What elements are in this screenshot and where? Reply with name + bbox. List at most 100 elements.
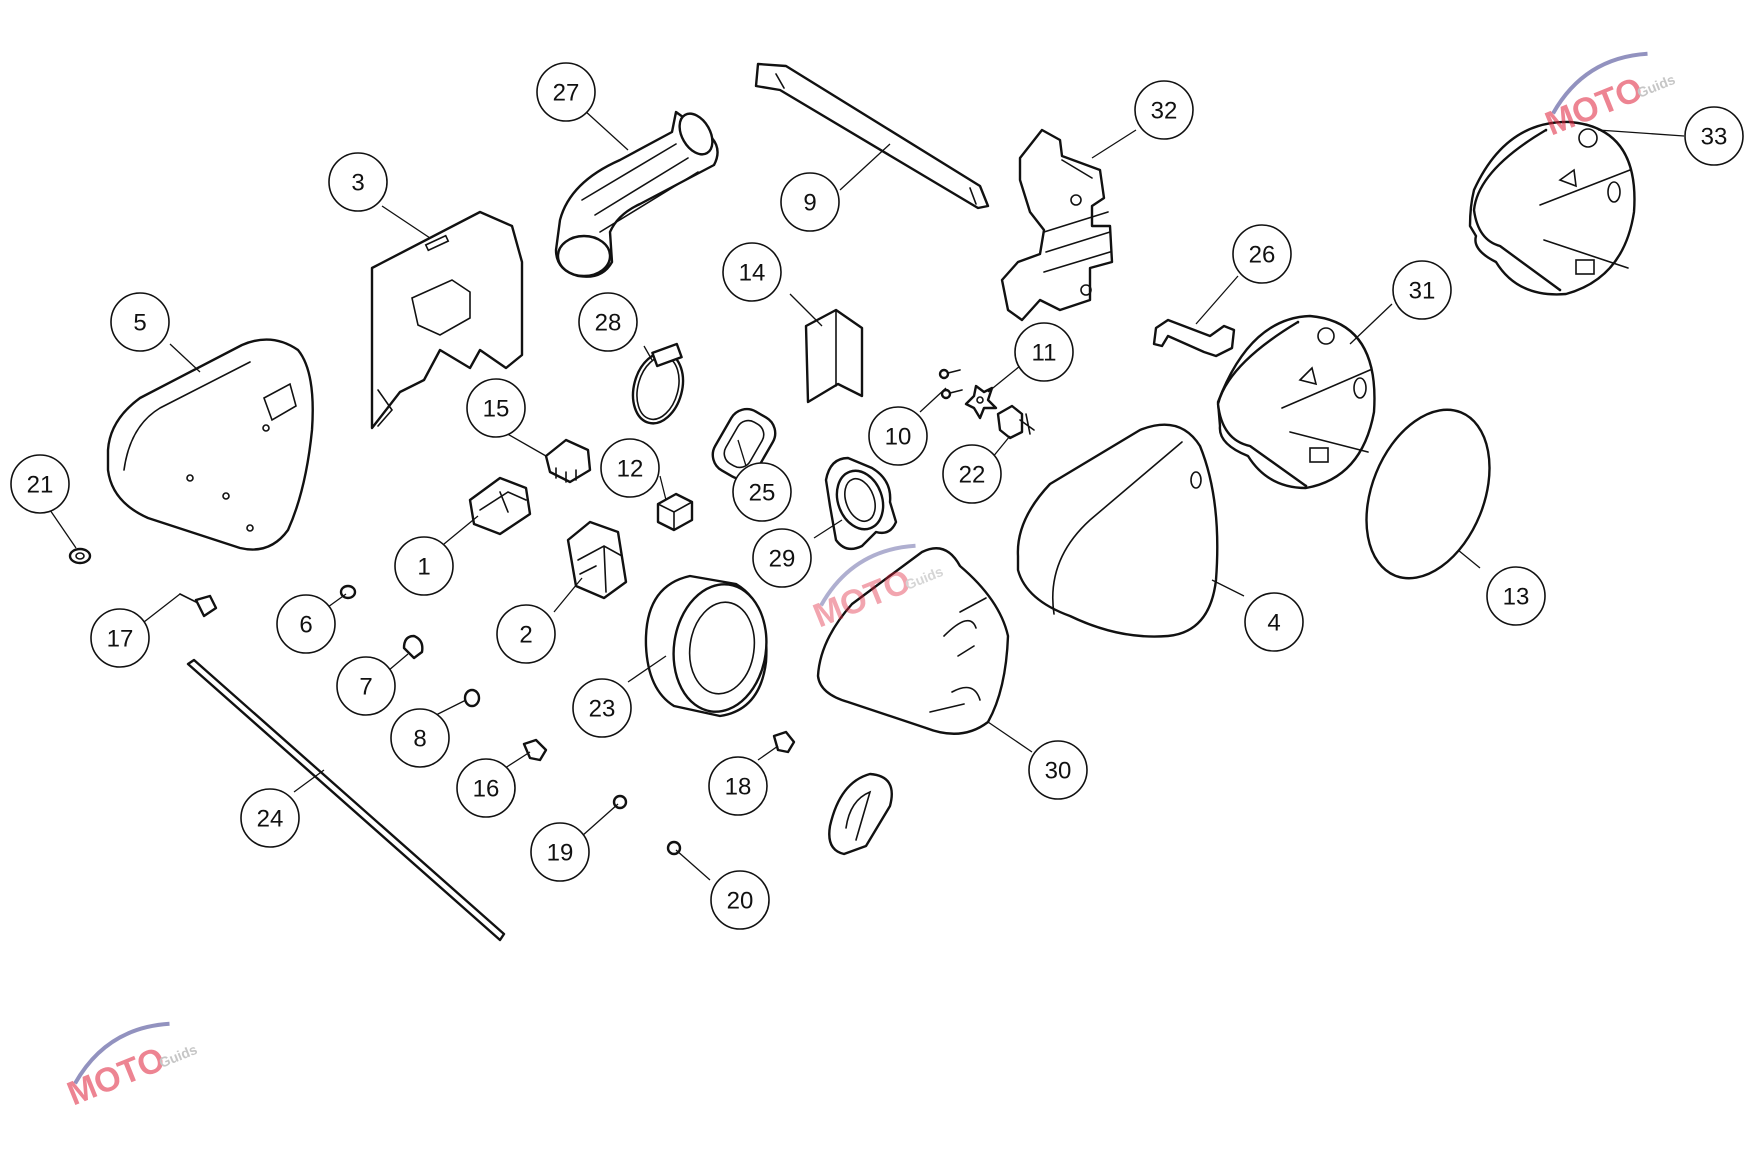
callout-label: 29	[769, 546, 796, 573]
callout-label: 13	[1503, 584, 1530, 611]
callout-1: 1	[394, 536, 454, 596]
callout-circle	[578, 292, 638, 352]
part-29-flange	[824, 456, 898, 551]
callout-label: 22	[959, 462, 986, 489]
part-21-washer	[68, 547, 92, 565]
part-15-connector	[544, 438, 592, 484]
watermark-brand: MOTO	[62, 1040, 170, 1113]
callout-label: 30	[1045, 758, 1072, 785]
callout-circle	[466, 378, 526, 438]
parts-layer	[68, 62, 1636, 942]
callout-circle	[710, 870, 770, 930]
part-10-screws	[938, 368, 963, 400]
watermark-sub: Guids	[1635, 71, 1678, 101]
callout-circle	[1392, 260, 1452, 320]
part-33-rear-housing	[1468, 120, 1636, 296]
part-2-relay	[566, 520, 628, 600]
callout-label: 15	[483, 396, 510, 423]
callout-label: 23	[589, 696, 616, 723]
part-5-left-cover	[106, 338, 314, 551]
callout-3: 3	[328, 152, 388, 212]
callout-circle	[390, 708, 450, 768]
callout-circle	[1014, 322, 1074, 382]
part-8-ring	[463, 688, 481, 708]
callout-label: 32	[1151, 98, 1178, 125]
callout-10: 10	[868, 406, 928, 466]
callout-circle	[336, 656, 396, 716]
callout-circle	[1486, 566, 1546, 626]
callout-circle	[110, 292, 170, 352]
callout-circle	[276, 594, 336, 654]
part-latch	[828, 772, 893, 856]
callout-28: 28	[578, 292, 638, 352]
callout-label: 28	[595, 310, 622, 337]
callout-label: 12	[617, 456, 644, 483]
callout-label: 6	[299, 612, 312, 639]
callout-circle	[240, 788, 300, 848]
callout-7: 7	[336, 656, 396, 716]
callout-label: 16	[473, 776, 500, 803]
watermark-sub: Guids	[157, 1041, 200, 1071]
part-25-gasket	[711, 407, 777, 481]
callout-circle	[496, 604, 556, 664]
part-32-mounting-bracket	[1000, 128, 1114, 322]
callout-30: 30	[1028, 740, 1088, 800]
callout-circle	[600, 438, 660, 498]
callout-circle	[1028, 740, 1088, 800]
callout-22: 22	[942, 444, 1002, 504]
callout-13: 13	[1486, 566, 1546, 626]
callout-circle	[536, 62, 596, 122]
callout-circle	[1232, 224, 1292, 284]
callout-label: 26	[1249, 242, 1276, 269]
part-22-valve	[996, 404, 1035, 440]
callout-17: 17	[90, 608, 150, 668]
callout-27: 27	[536, 62, 596, 122]
callout-circle	[328, 152, 388, 212]
callout-29: 29	[752, 528, 812, 588]
part-28-clamp	[631, 342, 685, 425]
part-31-housing	[1216, 314, 1376, 490]
part-17-bolt	[179, 593, 218, 618]
callout-25: 25	[732, 462, 792, 522]
part-11-washer	[964, 384, 998, 420]
callout-11: 11	[1014, 322, 1074, 382]
callout-label: 10	[885, 424, 912, 451]
callout-circle	[780, 172, 840, 232]
part-16-bolt	[522, 738, 548, 762]
part-14-folded-card	[804, 308, 864, 404]
callout-label: 17	[107, 626, 134, 653]
callout-circle	[708, 756, 768, 816]
callout-5: 5	[110, 292, 170, 352]
callout-label: 5	[133, 310, 146, 337]
part-7-clip	[402, 634, 424, 660]
callout-label: 27	[553, 80, 580, 107]
callout-label: 4	[1267, 610, 1280, 637]
part-12-block	[656, 492, 694, 532]
watermark-bottom-left: MOTO Guids	[62, 1021, 200, 1113]
callout-33: 33	[1684, 106, 1744, 166]
callout-circle	[1684, 106, 1744, 166]
callout-circle	[530, 822, 590, 882]
callout-23: 23	[572, 678, 632, 738]
callout-circle	[1134, 80, 1194, 140]
callout-label: 19	[547, 840, 574, 867]
callout-label: 21	[27, 472, 54, 499]
callout-circle	[1244, 592, 1304, 652]
part-1-switch	[468, 476, 532, 536]
callout-circle	[394, 536, 454, 596]
callout-20: 20	[710, 870, 770, 930]
part-24-rod	[186, 658, 506, 942]
callout-9: 9	[780, 172, 840, 232]
callout-15: 15	[466, 378, 526, 438]
callout-19: 19	[530, 822, 590, 882]
callout-label: 31	[1409, 278, 1436, 305]
callout-circle	[572, 678, 632, 738]
callout-circle	[90, 608, 150, 668]
callout-18: 18	[708, 756, 768, 816]
callout-label: 2	[519, 622, 532, 649]
callout-4: 4	[1244, 592, 1304, 652]
watermark-top-right: MOTO Guids	[1540, 51, 1678, 143]
part-27-intake-hose	[554, 110, 719, 278]
callout-circle	[942, 444, 1002, 504]
